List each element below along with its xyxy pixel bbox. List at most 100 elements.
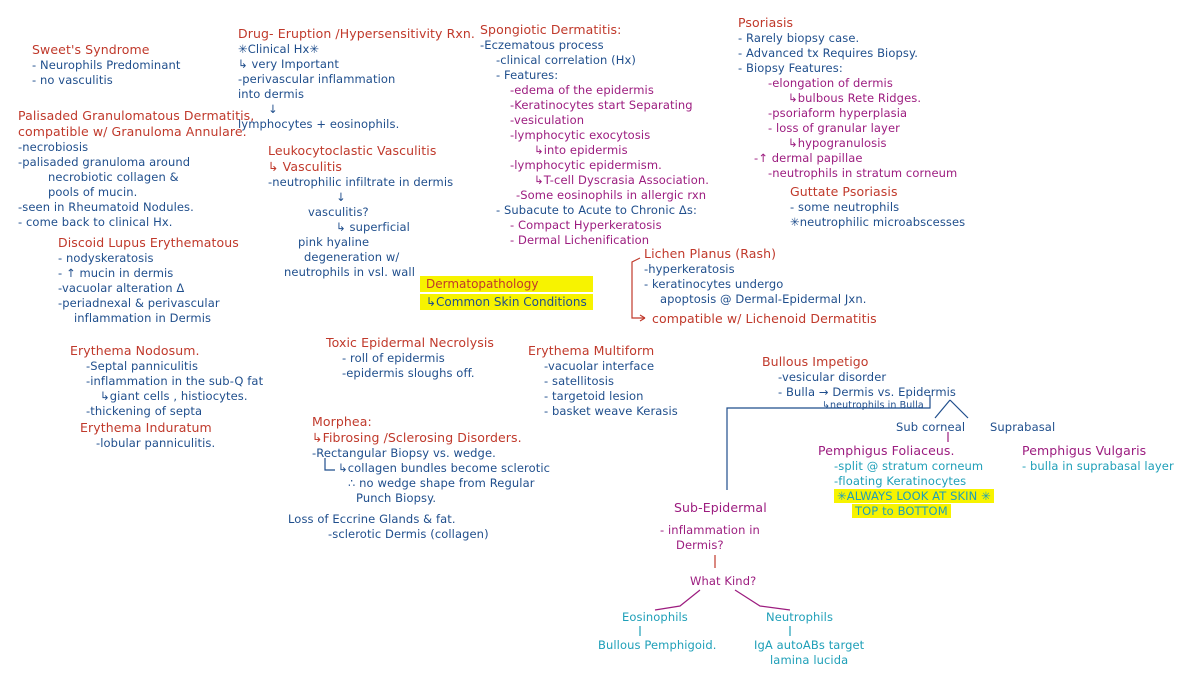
label-iga: IgA autoABs target lamina lucida [754,638,864,668]
neut-branch [734,589,791,611]
note-line: -inflammation in the sub-Q fat [86,374,264,388]
note-title: Discoid Lupus Erythematous [58,235,239,250]
note-line: ↳into epidermis [534,143,628,157]
note-title: Psoriasis [738,15,794,30]
note-bullous-impetigo: Bullous Impetigo -vesicular disorder - B… [762,354,956,412]
note-title-2: ↳Fibrosing /Sclerosing Disorders. [312,430,522,445]
bullous-pemphigoid-text: Bullous Pemphigoid. [598,638,717,652]
note-leukocytoclastic-vasculitis: Leukocytoclastic Vasculitis ↳ Vasculitis… [268,143,453,280]
note-line: -Keratinocytes start Separating [510,98,693,112]
note-line: ↓ [268,102,278,116]
note-line: - Biopsy Features: [738,61,843,75]
note-line: - Advanced tx Requires Biopsy. [738,46,918,60]
note-line: -epidermis sloughs off. [342,366,475,380]
note-line: -palisaded granuloma around [18,155,191,169]
center-subtitle: ↳Common Skin Conditions [420,294,593,310]
note-erythema-multiforme: Erythema Multiform -vacuolar interface -… [528,343,678,419]
subcorneal-split-line [934,399,951,419]
note-erythema-induratum: Erythema Induratum -lobular panniculitis… [80,420,215,451]
note-line: -lymphocytic epidermism. [510,158,662,172]
morphea-arrow [324,458,335,471]
note-title: Palisaded Granulomatous Dermatitis, [18,108,255,123]
note-line: apoptosis @ Dermal-Epidermal Jxn. [660,292,867,306]
note-spongiotic-dermatitis: Spongiotic Dermatitis: -Eczematous proce… [480,22,709,248]
lichen-arrow-head [639,314,646,322]
note-line: - no vasculitis [32,73,113,87]
note-line: - Rarely biopsy case. [738,31,860,45]
note-line: -elongation of dermis [768,76,893,90]
note-psoriasis: Psoriasis - Rarely biopsy case. - Advanc… [738,15,957,181]
impetigo-branch-line [726,395,931,490]
note-line: ↳neutrophils in Bulla [822,400,924,411]
note-line: - Neurophils Predominant [32,58,181,72]
note-line: -psoriaform hyperplasia [768,106,908,120]
note-line: ↳ very Important [238,57,339,71]
note-line: -edema of the epidermis [510,83,654,97]
note-line: Loss of Eccrine Glands & fat. [288,512,456,526]
note-line: - Features: [496,68,559,82]
eosinophils-text: Eosinophils [622,610,688,624]
note-title: Guttate Psoriasis [790,184,898,199]
note-line: ↳bulbous Rete Ridges. [788,91,922,105]
note-line: ↳collagen bundles become sclerotic [338,461,551,475]
eos-branch [654,589,701,611]
note-line: -sclerotic Dermis (collagen) [328,527,489,541]
iga-text-1: IgA autoABs target [754,638,865,652]
highlight-always-look: ✳ALWAYS LOOK AT SKIN ✳ [834,489,994,503]
note-line: - Subacute to Acute to Chronic Δs: [496,203,697,217]
note-line: -vesicular disorder [778,370,887,384]
note-sweets-syndrome: Sweet's Syndrome - Neurophils Predominan… [32,42,180,88]
note-line: -hyperkeratosis [644,262,735,276]
note-line: -vacuolar interface [544,359,655,373]
note-line: necrobiotic collagen & [48,170,179,184]
note-line: pink hyaline [298,235,370,249]
note-line: ↓ [336,190,346,204]
note-line: -Rectangular Biopsy vs. wedge. [312,446,496,460]
note-line: ↳giant cells , histiocytes. [100,389,248,403]
note-line: lymphocytes + eosinophils. [238,117,400,131]
note-line: -clinical correlation (Hx) [496,53,636,67]
note-line: -neutrophils in stratum corneum [768,166,958,180]
note-line: - Dermal Lichenification [510,233,650,247]
label-eosinophils: Eosinophils [622,610,688,625]
note-line: -vesiculation [510,113,585,127]
label-bullous-pemphigoid: Bullous Pemphigoid. [598,638,717,653]
note-line: - keratinocytes undergo [644,277,784,291]
note-pemphigus-foliaceus: Pemphigus Foliaceus. -split @ stratum co… [818,443,994,519]
note-line: ↳hypogranulosis [788,136,887,150]
note-guttate-psoriasis: Guttate Psoriasis - some neutrophils ✳ne… [790,184,965,230]
note-title-2: compatible w/ Granuloma Annulare. [18,124,247,139]
note-line: -periadnexal & perivascular [58,296,220,310]
note-title: Sweet's Syndrome [32,42,150,57]
note-line: - Compact Hyperkeratosis [510,218,662,232]
note-title: Lichen Planus (Rash) [644,246,777,261]
note-morphea: Morphea: ↳Fibrosing /Sclerosing Disorder… [288,414,551,542]
note-line: ✳Clinical Hx✳ [238,42,320,56]
note-line: - basket weave Kerasis [544,404,678,418]
note-what-kind: What Kind? [690,574,756,589]
note-line: - come back to clinical Hx. [18,215,173,229]
note-title: Leukocytoclastic Vasculitis [268,143,437,158]
note-line: - Bulla → Dermis vs. Epidermis [778,385,957,399]
note-title: Toxic Epidermal Necrolysis [326,335,495,350]
note-line: vasculitis? [308,205,369,219]
note-line: - roll of epidermis [342,351,445,365]
center-title-block: Dermatopathology ↳Common Skin Conditions [420,276,593,310]
note-title: Drug- Eruption /Hypersensitivity Rxn. [238,26,475,41]
note-line: -split @ stratum corneum [834,459,984,473]
note-line: -neutrophilic infiltrate in dermis [268,175,454,189]
label-neutrophils: Neutrophils [766,610,833,625]
note-line: -lobular panniculitis. [96,436,216,450]
note-erythema-nodosum: Erythema Nodosum. -Septal panniculitis -… [70,343,263,419]
note-line: -floating Keratinocytes [834,474,967,488]
note-toxic-epidermal-necrolysis: Toxic Epidermal Necrolysis - roll of epi… [326,335,494,381]
note-title: Pemphigus Foliaceus. [818,443,955,458]
note-title: Pemphigus Vulgaris [1022,443,1147,458]
note-line: -↑ dermal papillae [754,151,863,165]
note-line: ✳neutrophilic microabscesses [790,215,966,229]
note-line: -thickening of septa [86,404,203,418]
note-line: Punch Biopsy. [356,491,437,505]
suprabasal-text: Suprabasal [990,420,1056,434]
neutrophils-text: Neutrophils [766,610,834,624]
